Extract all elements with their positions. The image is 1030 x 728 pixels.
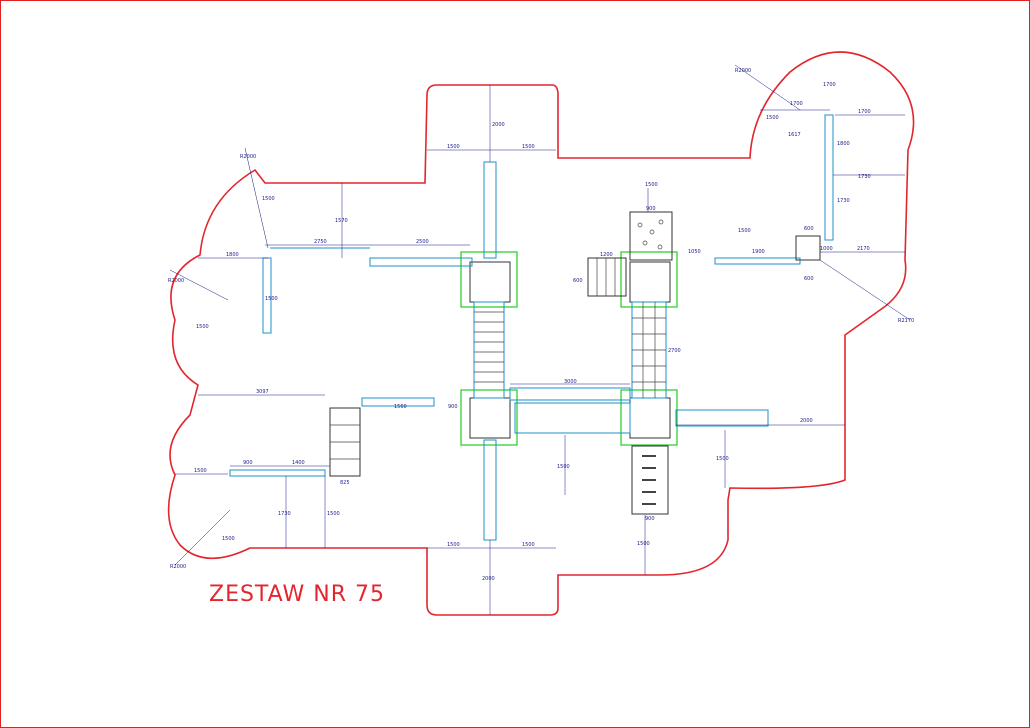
dimension-labels: 1500 1500 2000 R2000 1500 2750 1570 2500… xyxy=(168,68,914,582)
climbing-holds xyxy=(637,219,664,250)
right-vertical-beam xyxy=(824,114,834,241)
dim-left-bottom-825: 825 xyxy=(340,480,350,486)
tower-ne xyxy=(629,261,671,303)
dim-center-3000: 3000 xyxy=(564,379,577,385)
net-bridge-left xyxy=(473,301,505,399)
se-slide xyxy=(631,445,669,515)
right-tower xyxy=(795,235,821,261)
dim-left-bottom-1400: 1400 xyxy=(292,460,305,466)
dim-left-bottom-3097: 3097 xyxy=(256,389,269,395)
dim-left-top-2500: 2500 xyxy=(416,239,429,245)
arm-ne-right xyxy=(714,257,801,265)
ne-stairs xyxy=(587,257,627,297)
dim-left-top-1800: 1800 xyxy=(226,252,239,258)
dim-left-top-1500: 1500 xyxy=(262,196,275,202)
dim-right-600: 600 xyxy=(804,226,814,232)
dim-right-diag: R2170 xyxy=(898,318,914,324)
dim-left-top-diag: R2000 xyxy=(240,154,256,160)
dim-left-bottom-1730: 1730 xyxy=(278,511,291,517)
dim-right-600b: 600 xyxy=(804,276,814,282)
dim-left-bottom-1500b: 1500 xyxy=(327,511,340,517)
dim-center-1500: 1500 xyxy=(557,464,570,470)
dim-bottom-1500b: 1500 xyxy=(522,542,535,548)
dim-bottom-2000: 2000 xyxy=(482,576,495,582)
dim-mid-right-900: 900 xyxy=(646,206,656,212)
dim-mid-right-1500b: 1500 xyxy=(738,228,751,234)
tower-se xyxy=(629,397,671,439)
dim-left-top-1500b: 1500 xyxy=(265,296,278,302)
ladder-rungs xyxy=(330,258,666,460)
tower-highlight-se xyxy=(620,389,678,446)
arm-left-top xyxy=(369,257,473,267)
dim-left-top-2750: 2750 xyxy=(314,239,327,245)
dim-right-1700c: 1700 xyxy=(858,109,871,115)
dim-mid-right-1500d: 1500 xyxy=(637,541,650,547)
slide-steps xyxy=(642,455,656,505)
dim-mid-right-1200: 1200 xyxy=(600,252,613,258)
dim-left-top-1570: 1570 xyxy=(335,218,348,224)
top-beam xyxy=(483,161,497,259)
tower-sw xyxy=(469,397,511,439)
dim-right-1700b: 1700 xyxy=(790,101,803,107)
dim-left-bottom-900: 900 xyxy=(448,404,458,410)
dim-right-1617: 1617 xyxy=(788,132,801,138)
dim-top-tower-width: 1500 xyxy=(447,144,460,150)
tower-highlights xyxy=(460,251,678,446)
dim-mid-right-1900: 1900 xyxy=(752,249,765,255)
dim-mid-right-2700: 2700 xyxy=(668,348,681,354)
dim-mid-right-900b: 900 xyxy=(645,516,655,522)
dimension-lines xyxy=(169,64,911,615)
structure-lines xyxy=(229,114,834,541)
tower-highlight-nw xyxy=(460,251,518,308)
dim-left-mid-diag: R2000 xyxy=(168,278,184,284)
safety-zone-outline xyxy=(167,51,915,616)
bottom-beam xyxy=(483,439,497,541)
dim-mid-right-2000: 2000 xyxy=(800,418,813,424)
tower-highlight-ne xyxy=(620,251,678,308)
dim-mid-right-1050: 1050 xyxy=(688,249,701,255)
dim-right-1700: 1700 xyxy=(823,82,836,88)
dim-left-bottom-900b: 900 xyxy=(243,460,253,466)
dim-right-1000: 1000 xyxy=(820,246,833,252)
bottom-bridge xyxy=(514,402,631,434)
dim-right-2170: 2170 xyxy=(857,246,870,252)
arm-left-bottom xyxy=(361,397,435,407)
dim-top-tower-height: 2000 xyxy=(492,122,505,128)
dim-left-bottom-1560: 1560 xyxy=(394,404,407,410)
dim-left-bottom-diag: R2000 xyxy=(170,564,186,570)
dim-bottom-1500: 1500 xyxy=(447,542,460,548)
dim-mid-right-1500c: 1500 xyxy=(716,456,729,462)
top-bridge xyxy=(509,387,631,401)
tower-highlight-sw xyxy=(460,389,518,446)
dim-right-top-diag: R2000 xyxy=(735,68,751,74)
climbing-wall xyxy=(629,211,673,261)
dim-left-bottom-1500: 1500 xyxy=(194,468,207,474)
dim-right-1730: 1730 xyxy=(858,174,871,180)
tower-nw xyxy=(469,261,511,303)
dim-mid-right-1500: 1500 xyxy=(645,182,658,188)
dim-right-1730b: 1730 xyxy=(837,198,850,204)
dim-right-1800: 1800 xyxy=(837,141,850,147)
set-title: ZESTAW NR 75 xyxy=(209,582,385,607)
arm-se-right xyxy=(675,409,769,427)
dim-top-tower-width-right: 1500 xyxy=(522,144,535,150)
arm-left-lower xyxy=(229,469,326,477)
dim-right-1500: 1500 xyxy=(766,115,779,121)
dim-mid-right-600: 600 xyxy=(573,278,583,284)
dim-left-bottom-1500c: 1500 xyxy=(222,536,235,542)
dim-left-mid-1500: 1500 xyxy=(196,324,209,330)
